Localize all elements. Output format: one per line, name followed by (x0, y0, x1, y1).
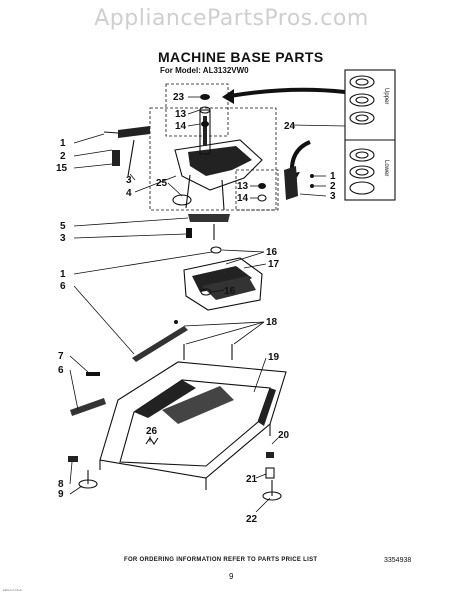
arrow-upper (229, 87, 346, 98)
callout-7: 7 (58, 351, 64, 362)
callout-19: 19 (268, 352, 280, 363)
callout-22: 22 (246, 514, 258, 525)
document-number: 3354938 (384, 557, 412, 564)
left-bracket (103, 126, 150, 177)
parts-18 (174, 320, 233, 360)
leader-lines (69, 96, 346, 513)
callout-16a: 16 (266, 247, 278, 258)
callout-21: 21 (246, 474, 258, 485)
right-parts-box (235, 169, 279, 211)
callout-23: 23 (173, 92, 185, 103)
feet-right (262, 452, 282, 501)
gearcase-box (149, 107, 277, 211)
callout-1a: 1 (60, 138, 66, 149)
gearcase (172, 109, 263, 211)
callout-8: 8 (58, 479, 64, 490)
callout-4: 4 (126, 188, 132, 199)
ordering-info-note: FOR ORDERING INFORMATION REFER TO PARTS … (124, 557, 318, 563)
callout-26: 26 (146, 426, 158, 437)
callout-14a: 14 (175, 121, 187, 132)
pump-bracket (183, 246, 263, 311)
callout-13a: 13 (175, 109, 187, 120)
callout-3a: 3 (126, 175, 132, 186)
diagram-subtitle: For Model: AL3132VW0 (160, 66, 249, 75)
watermark-text: AppliancePartsPros.com (94, 6, 369, 31)
bracket-5 (186, 214, 230, 240)
callout-16b: 16 (224, 286, 236, 297)
callout-1b: 1 (330, 171, 336, 182)
callout-14b: 14 (237, 193, 249, 204)
callout-20: 20 (278, 430, 290, 441)
page-number: 9 (229, 572, 234, 581)
arrow-upper-head (222, 89, 234, 104)
callout-2a: 2 (60, 151, 66, 162)
callout-13b: 13 (237, 181, 249, 192)
callout-2b: 2 (330, 181, 336, 192)
callout-17: 17 (268, 259, 280, 270)
brace-6-lower (70, 372, 106, 416)
callout-5: 5 (60, 221, 66, 232)
tiny-print: Litho in U.S.A. (3, 588, 23, 592)
bearing-inset: Upper Lower (344, 69, 396, 201)
callout-6a: 6 (60, 281, 66, 292)
machine-base-frame (99, 361, 287, 490)
callout-24: 24 (284, 121, 296, 132)
callout-25: 25 (156, 178, 168, 189)
brace-6-upper (132, 326, 188, 362)
callout-3b: 3 (330, 191, 336, 202)
inset-lower-label: Lower (383, 160, 389, 176)
right-bracket (284, 166, 314, 200)
callout-18: 18 (266, 317, 278, 328)
callout-1c: 1 (60, 269, 66, 280)
inset-upper-label: Upper (383, 88, 389, 104)
callout-9: 9 (58, 489, 64, 500)
part-26 (145, 437, 159, 445)
feet-left (68, 456, 98, 489)
callout-6b: 6 (58, 365, 64, 376)
callout-15: 15 (56, 163, 68, 174)
right-small-parts (257, 183, 267, 202)
diagram-title: MACHINE BASE PARTS (158, 49, 324, 65)
callout-3c: 3 (60, 233, 66, 244)
upper-transmission-box (165, 83, 229, 137)
